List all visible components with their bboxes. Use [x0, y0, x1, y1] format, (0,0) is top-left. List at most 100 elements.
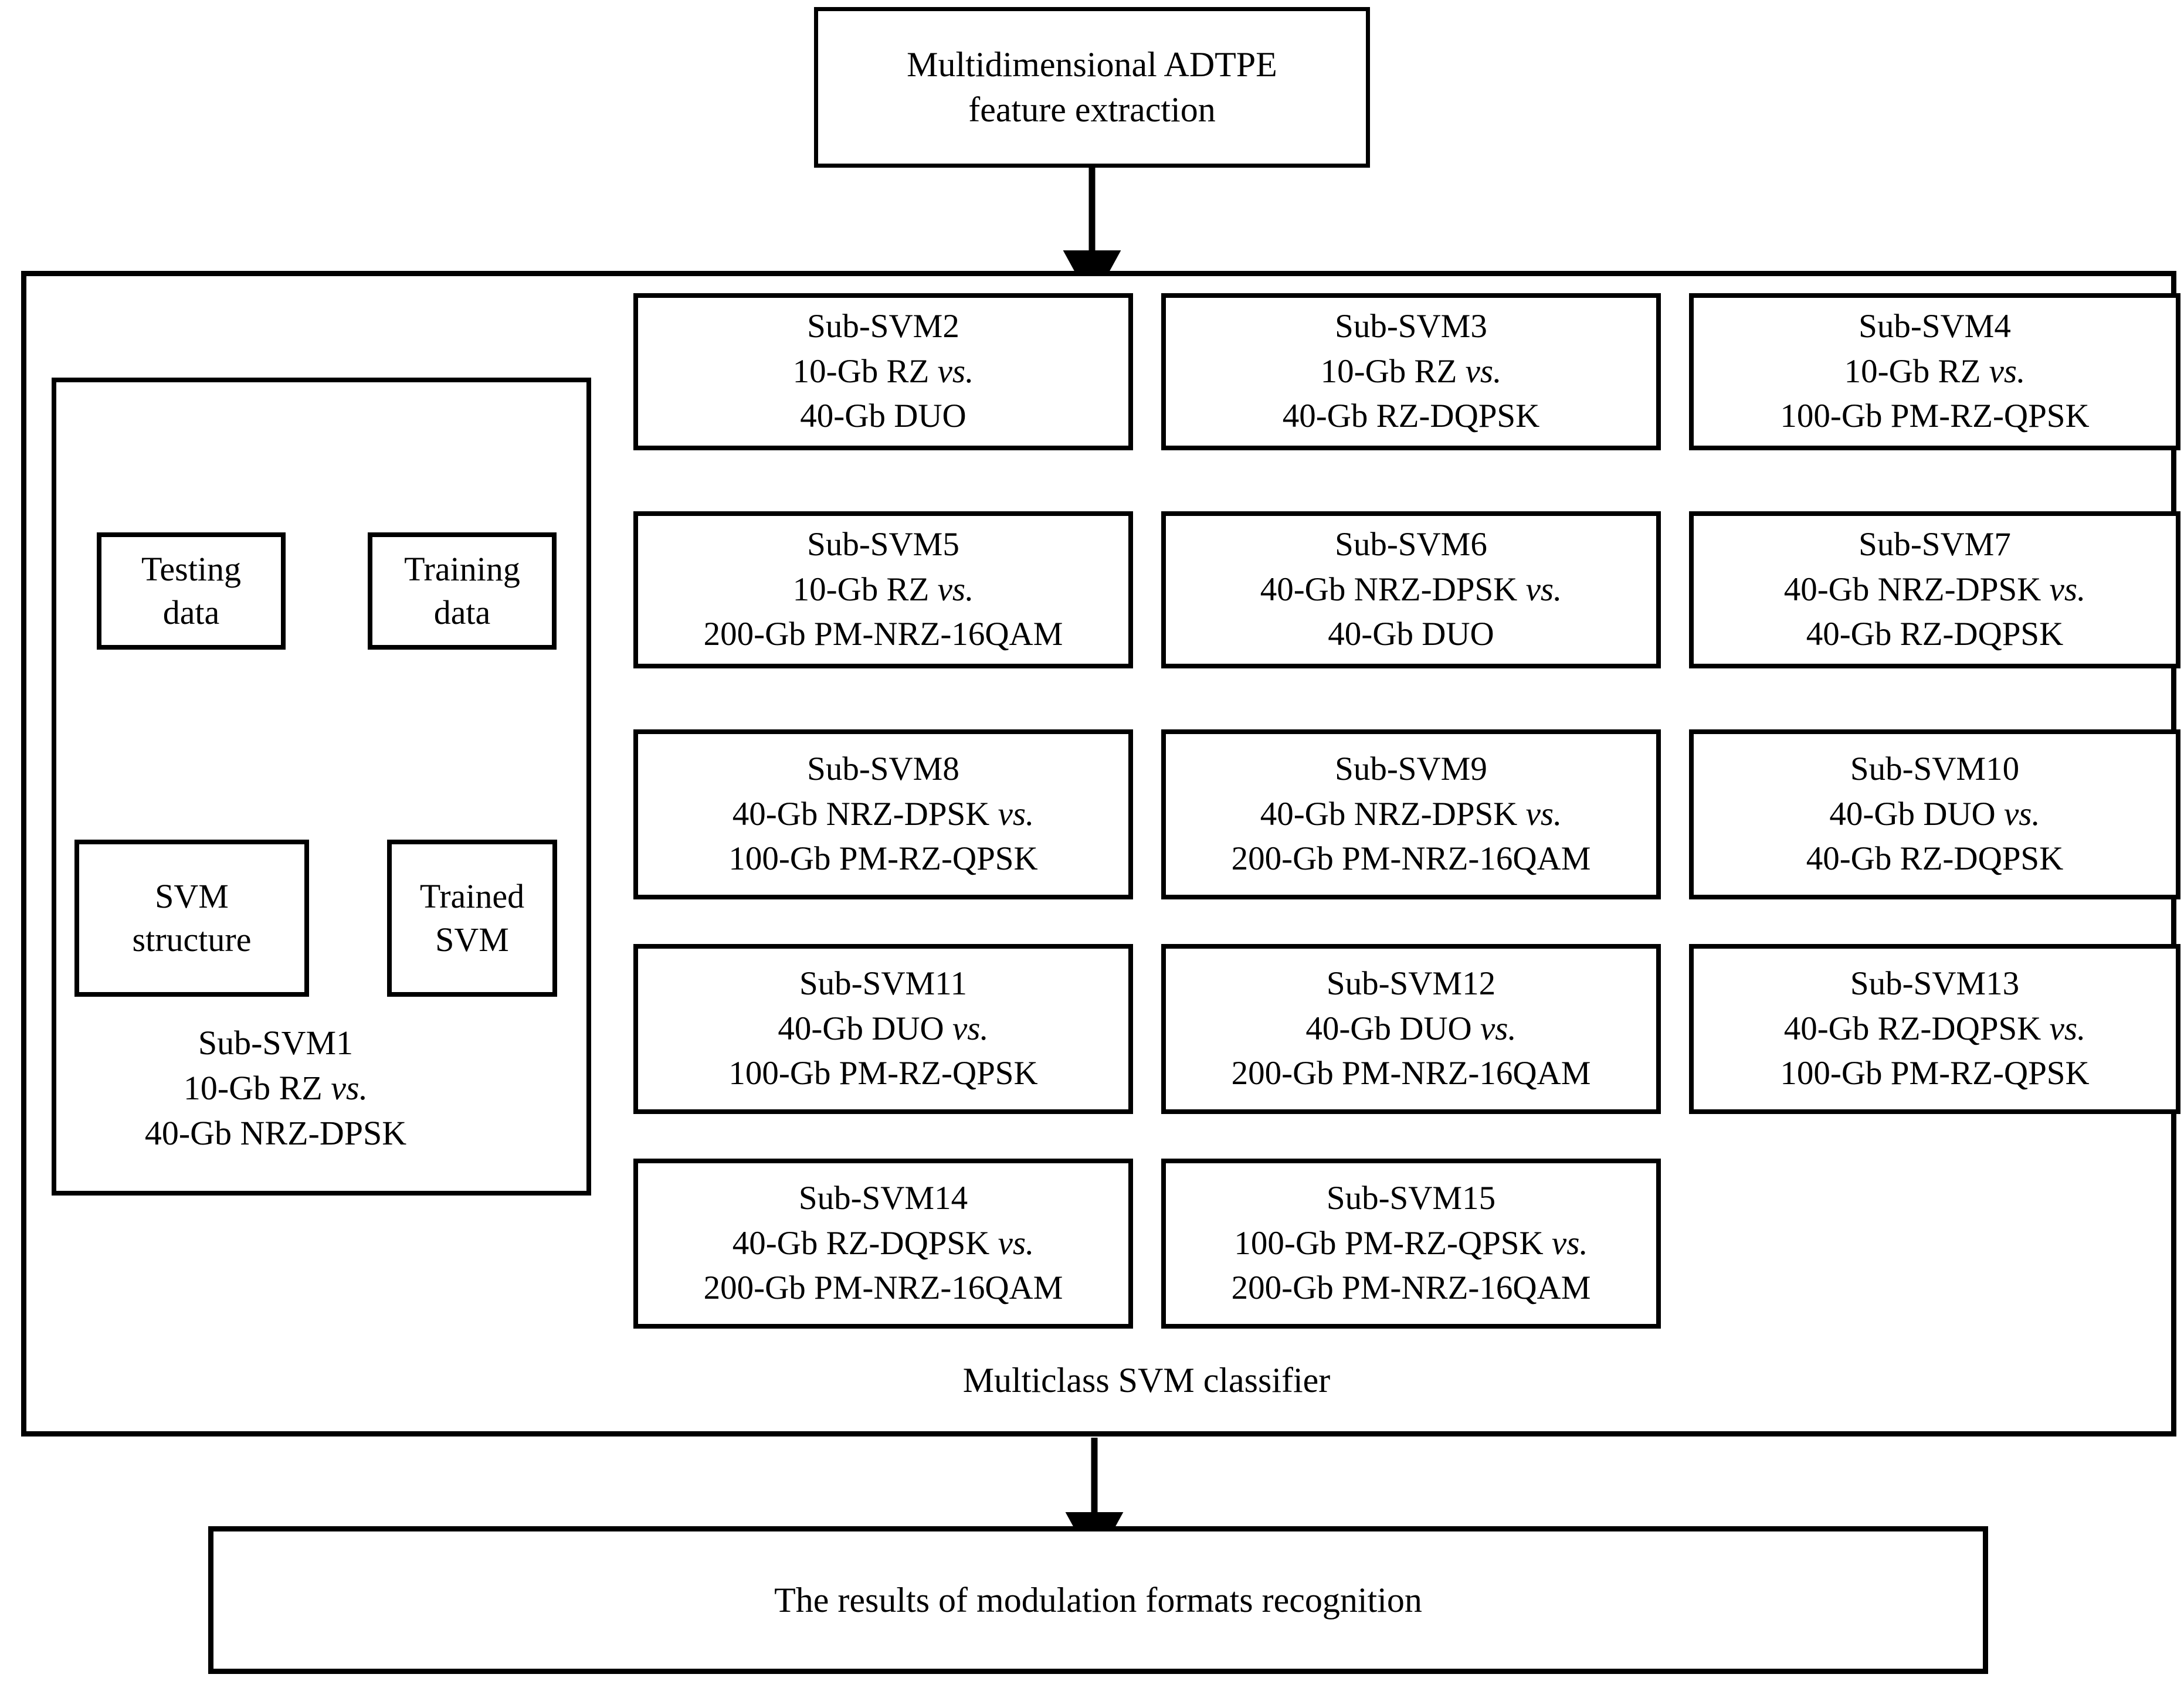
sub-svm11-vs: vs.	[952, 1010, 989, 1047]
sub-svm2-title: Sub-SVM2	[807, 308, 959, 345]
multiclass-svm-classifier-label: Multiclass SVM classifier	[962, 1361, 1331, 1400]
sub-svm7-title: Sub-SVM7	[1859, 526, 2011, 563]
svm-structure-box: SVM structure	[74, 840, 309, 997]
sub-svm8-box: Sub-SVM8 40-Gb NRZ-DPSK vs.100-Gb PM-RZ-Q…	[633, 729, 1133, 899]
sub-svm3-format-a: 10-Gb RZ	[1320, 352, 1466, 390]
sub-svm6-title: Sub-SVM6	[1335, 526, 1487, 563]
sub-svm6-pair-first: 40-Gb NRZ-DPSK vs.	[1260, 568, 1562, 612]
sub-svm2-box: Sub-SVM2 10-Gb RZ vs. 40-Gb DUO	[633, 293, 1133, 450]
sub-svm1-format-a: 10-Gb RZ	[183, 1069, 331, 1108]
feature-extraction-line2: feature extraction	[968, 90, 1216, 129]
sub-svm8-title: Sub-SVM8	[807, 750, 959, 788]
trained-svm-box: Trained SVM	[387, 840, 557, 997]
sub-svm1-container	[52, 378, 591, 1196]
sub-svm7-pair-first: 40-Gb NRZ-DPSK vs.	[1784, 568, 2086, 612]
sub-svm6-vs: vs.	[1525, 570, 1562, 608]
sub-svm1-vs: vs.	[331, 1069, 368, 1108]
sub-svm12-vs: vs.	[1480, 1010, 1517, 1047]
sub-svm6-format-a: 40-Gb NRZ-DPSK	[1260, 570, 1526, 608]
sub-svm3-vs: vs.	[1465, 352, 1502, 390]
sub-svm13-box: Sub-SVM13 40-Gb RZ-DQPSK vs. 100-Gb PM-RZ-…	[1689, 944, 2180, 1114]
sub-svm14-format-a: 40-Gb RZ-DQPSK	[732, 1224, 998, 1262]
sub-svm5-title: Sub-SVM5	[807, 526, 959, 563]
sub-svm5-format-b: 200-Gb PM-NRZ-16QAM	[703, 616, 1063, 653]
sub-svm11-title: Sub-SVM11	[799, 965, 968, 1003]
sub-svm11-format-a: 40-Gb DUO	[778, 1010, 952, 1047]
sub-svm14-vs: vs.	[998, 1224, 1035, 1262]
sub-svm6-format-b: 40-Gb DUO	[1328, 616, 1494, 653]
sub-svm5-pair-first: 10-Gb RZ vs.	[793, 568, 974, 612]
sub-svm1-caption: Sub-SVM1 10-Gb RZ vs. 40-Gb NRZ-DPSK	[70, 1020, 481, 1156]
testing-data-line1: Testing	[141, 549, 241, 588]
sub-svm1-title: Sub-SVM1	[198, 1024, 354, 1062]
sub-svm13-pair-first: 40-Gb RZ-DQPSK vs.	[1784, 1007, 2086, 1051]
sub-svm2-vs: vs.	[937, 352, 974, 390]
sub-svm9-vs: vs.	[1525, 795, 1562, 833]
sub-svm11-box: Sub-SVM11 40-Gb DUO vs. 100-Gb PM-RZ-QPSK	[633, 944, 1133, 1114]
sub-svm11-pair-first: 40-Gb DUO vs.	[778, 1007, 988, 1051]
sub-svm10-format-b: 40-Gb RZ-DQPSK	[1806, 840, 2064, 878]
sub-svm3-title: Sub-SVM3	[1335, 308, 1487, 345]
sub-svm5-vs: vs.	[937, 570, 974, 608]
sub-svm10-title: Sub-SVM10	[1850, 750, 2020, 788]
training-data-line1: Training	[404, 549, 520, 588]
sub-svm2-pair-first: 10-Gb RZ vs.	[793, 349, 974, 394]
sub-svm3-pair-first: 10-Gb RZ vs.	[1321, 349, 1502, 394]
sub-svm9-format-a: 40-Gb NRZ-DPSK	[1260, 795, 1526, 833]
sub-svm9-pair-first: 40-Gb NRZ-DPSK vs.	[1260, 792, 1562, 837]
sub-svm12-pair-first: 40-Gb DUO vs.	[1305, 1007, 1516, 1051]
sub-svm14-pair-first: 40-Gb RZ-DQPSK vs.	[732, 1221, 1035, 1266]
sub-svm15-vs: vs.	[1551, 1224, 1588, 1262]
sub-svm9-title: Sub-SVM9	[1335, 750, 1487, 788]
feature-extraction-line1: Multidimensional ADTPE	[907, 45, 1277, 84]
trained-svm-line2: SVM	[435, 921, 509, 959]
sub-svm8-pair-first: 40-Gb NRZ-DPSK vs.	[732, 792, 1035, 837]
sub-svm4-title: Sub-SVM4	[1859, 308, 2011, 345]
sub-svm2-format-b: 40-Gb DUO	[800, 398, 966, 435]
sub-svm8-format-b: 100-Gb PM-RZ-QPSK	[728, 840, 1038, 878]
sub-svm13-format-b: 100-Gb PM-RZ-QPSK	[1780, 1055, 2090, 1092]
sub-svm10-pair-first: 40-Gb DUO vs.	[1829, 792, 2040, 837]
sub-svm15-title: Sub-SVM15	[1326, 1180, 1496, 1217]
sub-svm5-format-a: 10-Gb RZ	[792, 570, 938, 608]
sub-svm7-format-a: 40-Gb NRZ-DPSK	[1783, 570, 2050, 608]
sub-svm10-format-a: 40-Gb DUO	[1829, 795, 2004, 833]
sub-svm10-vs: vs.	[2003, 795, 2040, 833]
training-data-line2: data	[433, 593, 491, 631]
sub-svm12-format-b: 200-Gb PM-NRZ-16QAM	[1231, 1055, 1591, 1092]
sub-svm4-format-b: 100-Gb PM-RZ-QPSK	[1780, 398, 2090, 435]
sub-svm6-box: Sub-SVM6 40-Gb NRZ-DPSK vs. 40-Gb DUO	[1161, 511, 1661, 668]
svm-structure-line2: structure	[132, 921, 252, 959]
training-data-box: Training data	[368, 532, 557, 650]
sub-svm13-format-a: 40-Gb RZ-DQPSK	[1783, 1010, 2050, 1047]
sub-svm4-format-a: 10-Gb RZ	[1844, 352, 1989, 390]
result-box: The results of modulation formats recogn…	[208, 1526, 1988, 1674]
sub-svm3-box: Sub-SVM3 10-Gb RZ vs. 40-Gb RZ-DQPSK	[1161, 293, 1661, 450]
sub-svm1-pair-first: 10-Gb RZ vs.	[70, 1065, 481, 1111]
result-label: The results of modulation formats recogn…	[774, 1580, 1422, 1619]
sub-svm4-vs: vs.	[1989, 352, 2026, 390]
sub-svm12-format-a: 40-Gb DUO	[1305, 1010, 1480, 1047]
sub-svm9-format-b: 200-Gb PM-NRZ-16QAM	[1231, 840, 1591, 878]
testing-data-box: Testing data	[97, 532, 286, 650]
sub-svm3-format-b: 40-Gb RZ-DQPSK	[1282, 398, 1540, 435]
feature-extraction-box: Multidimensional ADTPE feature extractio…	[814, 7, 1370, 168]
sub-svm8-vs: vs.	[998, 795, 1035, 833]
sub-svm4-pair-first: 10-Gb RZ vs.	[1844, 349, 2026, 394]
sub-svm15-format-a: 100-Gb PM-RZ-QPSK	[1234, 1224, 1552, 1262]
sub-svm11-format-b: 100-Gb PM-RZ-QPSK	[728, 1055, 1038, 1092]
trained-svm-line1: Trained	[419, 877, 525, 915]
sub-svm13-title: Sub-SVM13	[1850, 965, 2020, 1003]
sub-svm1-format-b: 40-Gb NRZ-DPSK	[144, 1114, 407, 1153]
sub-svm15-pair-first: 100-Gb PM-RZ-QPSK vs.	[1234, 1221, 1588, 1266]
sub-svm15-format-b: 200-Gb PM-NRZ-16QAM	[1231, 1269, 1591, 1307]
sub-svm5-box: Sub-SVM5 10-Gb RZ vs. 200-Gb PM-NRZ-16QAM	[633, 511, 1133, 668]
sub-svm2-format-a: 10-Gb RZ	[792, 352, 938, 390]
